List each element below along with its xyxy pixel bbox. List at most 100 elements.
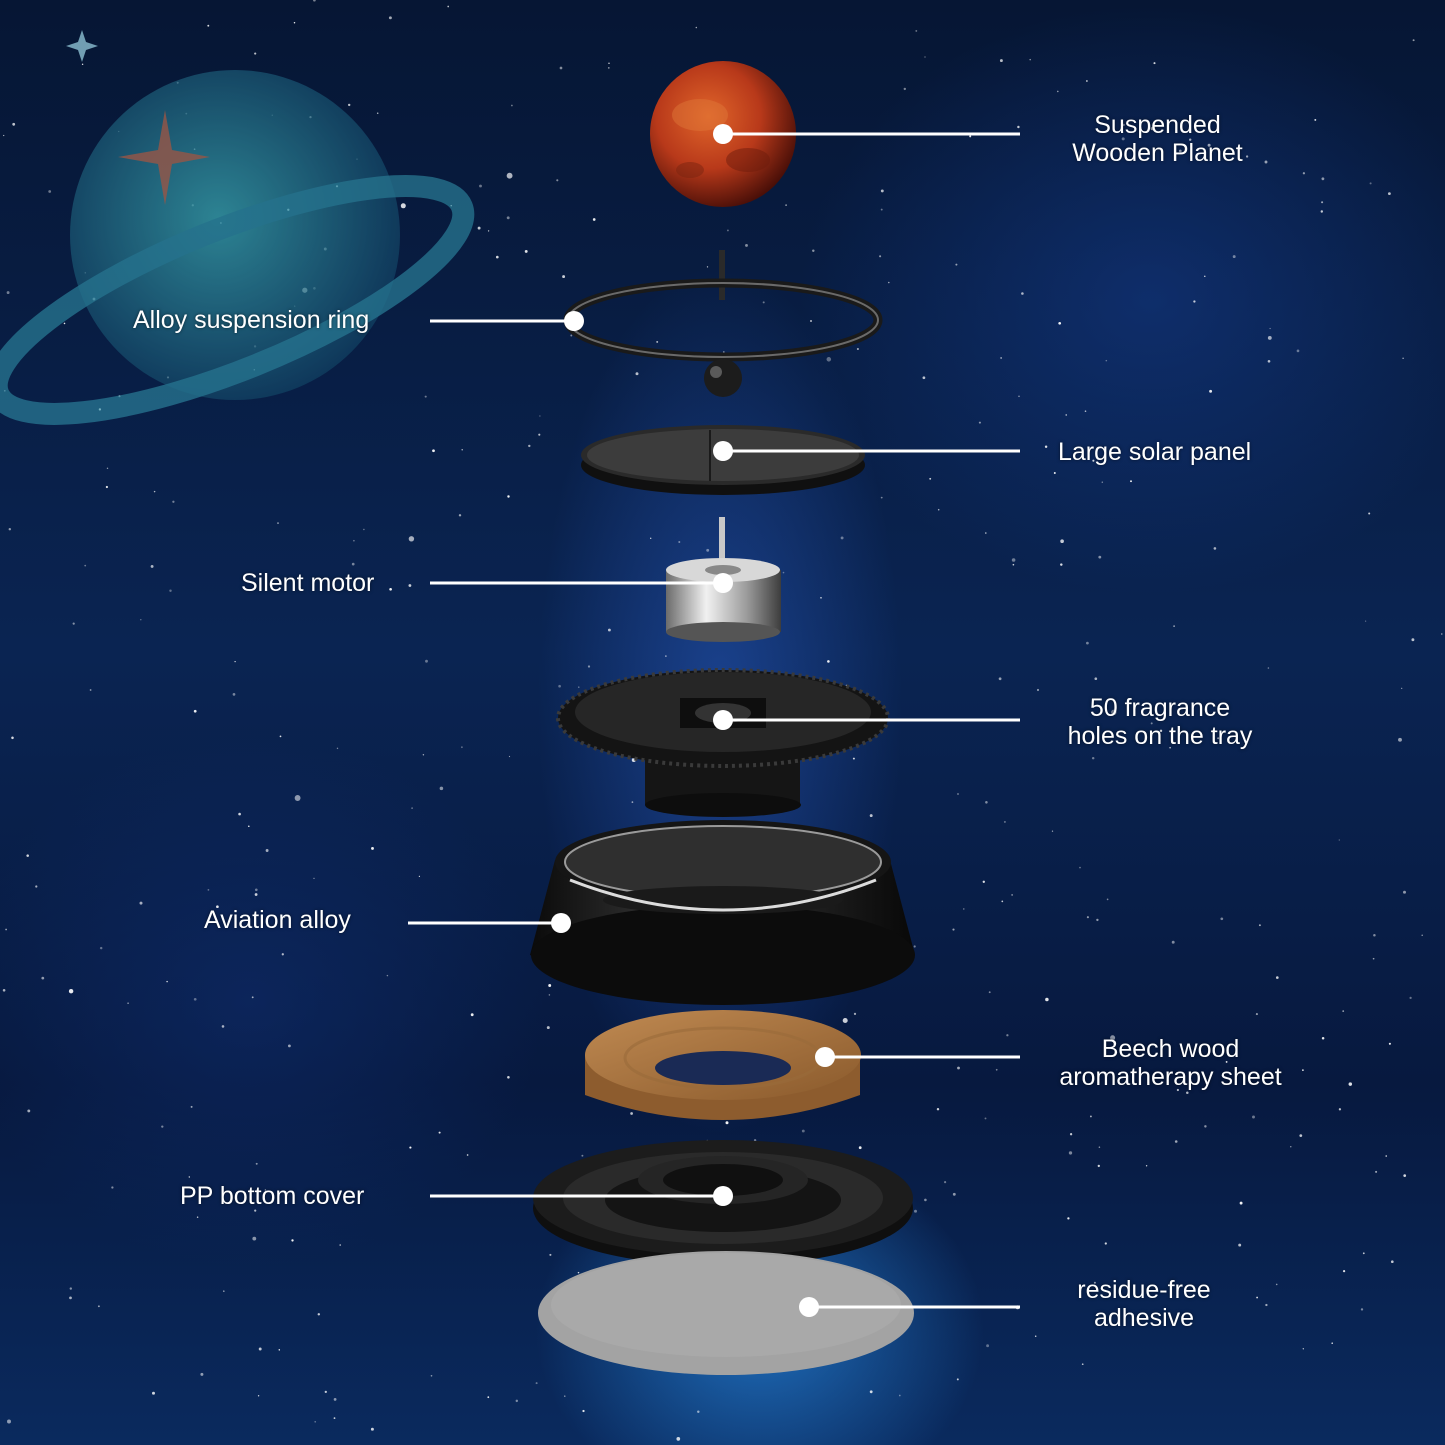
star	[827, 660, 830, 663]
star	[105, 485, 109, 489]
star	[915, 29, 918, 32]
star	[869, 1390, 873, 1394]
star	[562, 275, 566, 279]
star	[840, 536, 844, 540]
star	[216, 905, 219, 909]
star	[1086, 80, 1088, 82]
star	[251, 996, 254, 999]
star	[264, 1189, 267, 1191]
adhesive-pad-icon	[538, 1251, 914, 1375]
star	[254, 52, 257, 55]
star	[190, 1105, 193, 1108]
star	[81, 63, 84, 65]
label-line: Alloy suspension ring	[133, 306, 370, 334]
star	[265, 849, 269, 852]
star	[762, 301, 765, 304]
star	[1068, 1151, 1073, 1155]
star	[1267, 359, 1271, 363]
star	[1269, 327, 1271, 330]
star	[1051, 830, 1054, 832]
star	[1338, 839, 1340, 841]
star	[986, 1344, 990, 1348]
star	[944, 1181, 947, 1184]
star	[281, 953, 284, 956]
star	[1084, 410, 1087, 413]
wood-sheet-icon	[585, 1010, 861, 1120]
star	[999, 59, 1003, 63]
star	[1275, 1283, 1278, 1286]
star	[546, 1026, 550, 1030]
star	[1232, 255, 1236, 259]
star	[84, 564, 87, 567]
star	[528, 444, 531, 448]
star	[1220, 917, 1224, 921]
star	[207, 24, 210, 27]
star	[1096, 918, 1099, 922]
star	[1178, 149, 1182, 153]
star	[400, 203, 406, 209]
star	[1267, 667, 1270, 669]
star	[376, 112, 379, 115]
star	[538, 433, 541, 436]
dot-wood	[815, 1047, 835, 1067]
star	[963, 908, 965, 910]
star	[139, 901, 143, 905]
star	[68, 988, 74, 994]
star	[631, 801, 634, 803]
star	[252, 1236, 257, 1241]
star	[978, 421, 981, 424]
star	[1388, 1042, 1391, 1045]
star	[7, 1419, 11, 1424]
star	[223, 1290, 225, 1292]
star	[1369, 182, 1372, 185]
star	[1245, 155, 1249, 158]
star	[188, 1176, 190, 1178]
star	[869, 814, 873, 818]
star	[898, 1394, 901, 1397]
star	[725, 1121, 729, 1125]
star	[1342, 1010, 1345, 1012]
star	[1057, 90, 1059, 93]
star	[524, 249, 528, 253]
star	[370, 1427, 374, 1431]
star	[127, 1002, 129, 1005]
star	[166, 980, 168, 983]
star	[1264, 160, 1268, 164]
star	[1021, 292, 1024, 295]
star	[424, 395, 427, 398]
star	[1189, 138, 1192, 141]
star	[812, 249, 815, 253]
star	[140, 618, 142, 621]
star	[506, 216, 510, 220]
star	[1213, 547, 1217, 550]
star	[277, 522, 279, 524]
sparkle-icon	[66, 30, 98, 62]
star	[487, 1396, 490, 1399]
label-line: Suspended	[1094, 111, 1221, 139]
star	[785, 204, 787, 207]
star	[1111, 709, 1117, 716]
star	[880, 208, 883, 211]
star	[3, 134, 5, 137]
star	[1255, 1013, 1258, 1016]
star	[1403, 1174, 1407, 1177]
star	[592, 218, 596, 221]
star	[1045, 997, 1049, 1002]
star	[425, 659, 428, 663]
label-line: 50 fragrance	[1089, 694, 1231, 722]
star	[1106, 898, 1109, 901]
star	[578, 686, 580, 688]
star	[1110, 1035, 1116, 1041]
star	[995, 1068, 998, 1071]
star	[1252, 1115, 1255, 1119]
star	[418, 875, 421, 878]
label-line: residue-free	[1077, 1276, 1211, 1304]
star	[221, 1025, 225, 1028]
star	[903, 87, 906, 91]
star	[1204, 275, 1206, 277]
star	[508, 755, 511, 758]
star	[1398, 737, 1402, 742]
star	[1092, 459, 1095, 462]
star	[339, 1244, 341, 1246]
